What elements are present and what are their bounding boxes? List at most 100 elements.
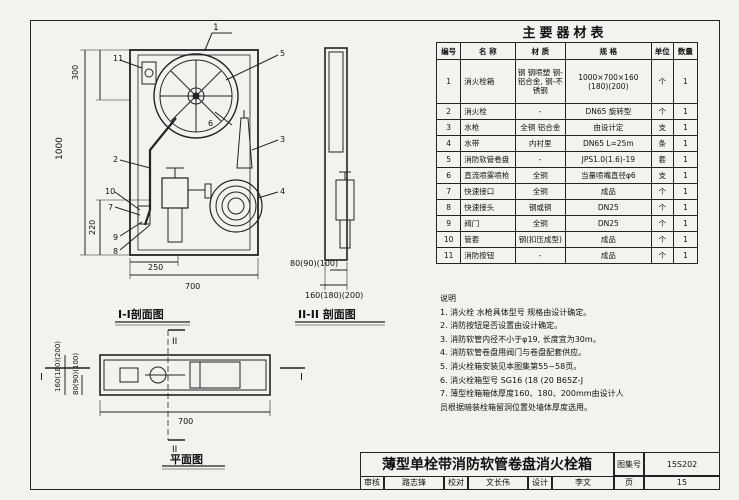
- plan-outline: [99, 354, 271, 396]
- table-cell: 1: [672, 151, 699, 168]
- table-cell: 9: [435, 215, 462, 232]
- materials-title: 主要器材表: [522, 26, 608, 41]
- callout-1: 1: [213, 23, 219, 33]
- table-cell: 1: [672, 199, 699, 216]
- table-cell: 个: [650, 59, 674, 104]
- callout-9: 9: [113, 233, 118, 242]
- notes-heading: 说明: [440, 294, 456, 303]
- notes: 说明 1. 消火栓 水枪具体型号 规格由设计确定。 2. 消防按钮是否设置由设计…: [440, 292, 710, 414]
- table-cell: DN65 L=25m: [565, 135, 652, 152]
- table-cell: 4: [435, 135, 462, 152]
- table-cell: 1: [672, 59, 699, 104]
- table-cell: 成品: [565, 247, 652, 264]
- table-cell: -: [514, 247, 567, 264]
- tb-page-number: 15: [644, 476, 720, 490]
- table-cell: 1: [435, 59, 462, 104]
- table-cell: 阀门: [460, 215, 516, 232]
- tb-reviewer: 路志锋: [384, 476, 444, 490]
- dim-bottom: 220: [88, 220, 97, 235]
- table-cell: 钢(扣压成型): [514, 231, 567, 248]
- header-material: 材 质: [514, 42, 567, 60]
- drawing-title: 薄型单栓带消防软管卷盘消火栓箱: [360, 452, 614, 476]
- header-spec: 规 格: [565, 42, 652, 60]
- table-cell: 个: [650, 215, 674, 232]
- callout-11: 11: [113, 54, 123, 63]
- cabinet-outline: [129, 49, 259, 256]
- table-cell: DN25: [565, 215, 652, 232]
- tb-review-label: 审核: [360, 476, 384, 490]
- callout-6: 6: [208, 119, 213, 128]
- table-cell: 1: [672, 167, 699, 184]
- table-cell: 快速接头: [460, 199, 516, 216]
- table-cell: 支: [650, 167, 674, 184]
- mark-i-left: I: [40, 372, 43, 383]
- table-cell: 1: [672, 231, 699, 248]
- note-item: 5. 消火栓箱安装见本图集第55~58页。: [440, 361, 582, 371]
- atlas-number: 15S202: [644, 452, 720, 476]
- tb-page-label: 页: [614, 476, 644, 490]
- table-cell: 1: [672, 119, 699, 136]
- note-item: 4. 消防软管卷盘用阀门与卷盘配套供应。: [440, 348, 587, 358]
- tb-checker: 文长伟: [468, 476, 528, 490]
- table-cell: 全铜: [514, 183, 567, 200]
- table-cell: 10: [435, 231, 462, 248]
- callout-7: 7: [108, 203, 113, 212]
- table-cell: 消火栓箱: [460, 59, 516, 104]
- table-cell: 3: [435, 119, 462, 136]
- table-cell: 套: [650, 151, 674, 168]
- table-cell: 水枪: [460, 119, 516, 136]
- dim-total-height: 1000: [55, 137, 65, 160]
- table-cell: 个: [650, 231, 674, 248]
- dim-plan-depth-b: 80(90)(100): [72, 353, 80, 395]
- table-cell: 全铜: [514, 167, 567, 184]
- table-cell: 6: [435, 167, 462, 184]
- table-cell: JPS1.0(1.6)-19: [565, 151, 652, 168]
- table-cell: 钢 钢喷塑 钢-铝合金, 钢-不锈钢: [514, 59, 567, 104]
- note-item: 7. 薄型栓箱箱体厚度160、180、200mm由设计人: [440, 389, 624, 399]
- table-cell: 个: [650, 247, 674, 264]
- caption-section-2: II-II 剖面图: [298, 307, 356, 321]
- table-cell: -: [514, 151, 567, 168]
- dim-side-width: 160(180)(200): [305, 291, 363, 300]
- dim-plan-width: 700: [178, 417, 193, 426]
- callout-4: 4: [280, 187, 285, 196]
- table-cell: 内衬里: [514, 135, 567, 152]
- drawing-area: 1 300 1000 220 250 700 11 5 6 3 4 2 10 7…: [40, 23, 385, 470]
- mark-ii-top: II: [172, 337, 177, 347]
- table-cell: 全铜: [514, 215, 567, 232]
- table-cell: -: [514, 103, 567, 120]
- note-item: 1. 消火栓 水枪具体型号 规格由设计确定。: [440, 307, 592, 317]
- table-cell: 个: [650, 199, 674, 216]
- side-view-outline: [324, 47, 348, 261]
- table-cell: 水带: [460, 135, 516, 152]
- note-item: 员根据暗装栓箱留洞位置处墙体厚度选用。: [440, 402, 592, 412]
- table-cell: 消火栓: [460, 103, 516, 120]
- nozzle: [236, 117, 253, 169]
- table-cell: 支: [650, 119, 674, 136]
- table-cell: 5: [435, 151, 462, 168]
- table-cell: 管套: [460, 231, 516, 248]
- header-qty: 数量: [672, 42, 699, 60]
- table-cell: DN25: [565, 199, 652, 216]
- title-block: 薄型单栓带消防软管卷盘消火栓箱 图集号 15S202 审核 路志锋 校对 文长伟…: [360, 452, 720, 490]
- hose-coil: [209, 179, 263, 233]
- callout-5: 5: [280, 49, 285, 58]
- note-item: 2. 消防按钮是否设置由设计确定。: [440, 321, 563, 331]
- header-name: 名 称: [460, 42, 516, 60]
- table-header-row: 编号 名 称 材 质 规 格 单位 数量: [435, 42, 699, 60]
- table-cell: 消防软管卷盘: [460, 151, 516, 168]
- table-cell: 全铜 铝合金: [514, 119, 567, 136]
- table-cell: 快速接口: [460, 183, 516, 200]
- tb-check-label: 校对: [444, 476, 468, 490]
- dim-side-depth: 80(90)(100): [290, 259, 338, 268]
- caption-section-1: I-I剖面图: [118, 307, 164, 321]
- tb-design-label: 设计: [528, 476, 552, 490]
